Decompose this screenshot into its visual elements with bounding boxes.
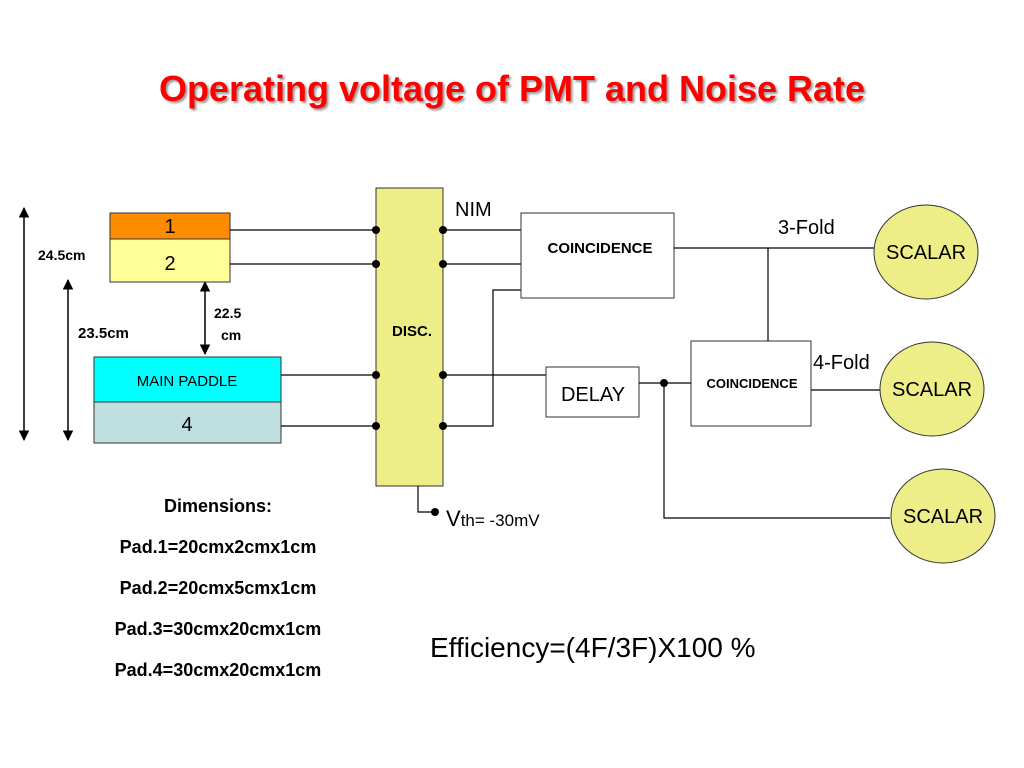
- height-label-outer: 24.5cm: [38, 247, 85, 263]
- fourfold-label: 4-Fold: [813, 352, 870, 374]
- coincidence-1-label: COINCIDENCE: [547, 240, 652, 257]
- scalar-counter-3: [890, 468, 996, 564]
- paddle-1-label: 1: [164, 216, 175, 238]
- scalar-3-label: SCALAR: [903, 506, 983, 528]
- scalar-counter-1: [873, 204, 979, 300]
- paddle-1: [109, 212, 231, 240]
- scalar-counter-2: [879, 341, 985, 437]
- discriminator-box: [375, 187, 444, 487]
- paddle-4: [93, 401, 282, 444]
- dimensions-list: Dimensions: Pad.1=20cmx2cmx1cm Pad.2=20c…: [60, 492, 376, 697]
- coincidence-unit-1: [520, 212, 675, 299]
- disc-output-lines: [417, 229, 546, 513]
- gap-label-line2: cm: [221, 327, 241, 343]
- pad1-dimension: Pad.1=20cmx2cmx1cm: [119, 537, 317, 557]
- scalar-2-label: SCALAR: [892, 379, 972, 401]
- threefold-label: 3-Fold: [778, 217, 835, 239]
- delay-label: DELAY: [561, 384, 625, 406]
- paddle-4-label: 4: [181, 414, 192, 436]
- discriminator-label: DISC.: [392, 323, 432, 340]
- coincidence-unit-2: [690, 340, 812, 427]
- pad3-dimension: Pad.3=30cmx20cmx1cm: [114, 619, 322, 639]
- delay-unit: [545, 366, 640, 418]
- dimensions-heading: Dimensions:: [163, 496, 273, 516]
- main-paddle-label: MAIN PADDLE: [137, 373, 238, 390]
- height-label-inner: 23.5cm: [78, 325, 129, 342]
- paddle-2-label: 2: [164, 253, 175, 275]
- paddle-signal-lines: [230, 229, 376, 427]
- paddle-2: [109, 238, 231, 283]
- pad4-dimension: Pad.4=30cmx20cmx1cm: [114, 660, 322, 680]
- pad2-dimension: Pad.2=20cmx5cmx1cm: [119, 578, 317, 598]
- gap-label-line1: 22.5: [214, 305, 241, 321]
- slide-title: Operating voltage of PMT and Noise Rate: [158, 68, 866, 109]
- threshold-voltage-label: Vth= -30mV: [446, 506, 540, 531]
- efficiency-formula: Efficiency=(4F/3F)X100 %: [430, 632, 756, 663]
- output-wiring: [639, 247, 890, 519]
- nim-label: NIM: [455, 199, 492, 221]
- coincidence-2-label: COINCIDENCE: [706, 376, 797, 391]
- scalar-1-label: SCALAR: [886, 242, 966, 264]
